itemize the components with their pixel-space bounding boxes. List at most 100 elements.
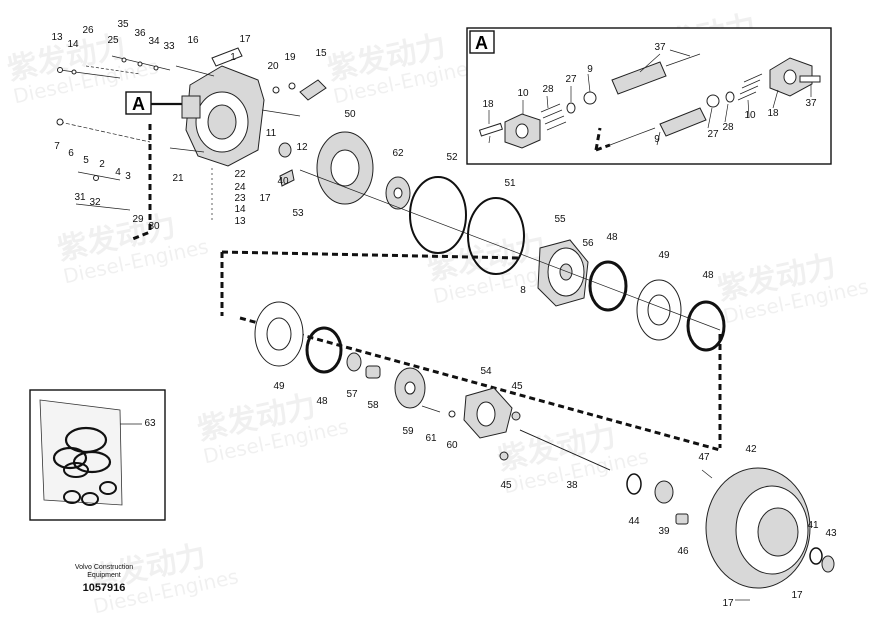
part-label-32: 32 [89,197,101,208]
part-label-9: 9 [587,64,593,75]
part-label-30: 30 [148,221,160,232]
fitting-shape [299,79,327,101]
part-label-45: 45 [511,381,523,392]
bearing-shape [654,480,674,504]
flange-bore [330,149,360,187]
nut-shape [93,175,99,181]
lower-assembly [254,301,835,601]
bolt-head [511,411,521,421]
dashed-frame [220,250,722,448]
part-label-4: 4 [115,167,121,178]
callout-letter: A [132,94,145,114]
part-label-51: 51 [504,178,516,189]
separator-bore [647,294,671,326]
separator-bore [266,317,292,351]
leader-lines [488,49,812,146]
part-label-11: 11 [266,128,277,139]
friction-ring [305,326,343,374]
gear-hub [559,263,573,281]
part-label-5: 5 [83,155,89,166]
inset-letter: A [475,33,488,53]
part-label-48: 48 [702,270,714,281]
pin-shape [421,405,441,413]
pin-shape [665,53,701,67]
part-label-35: 35 [117,19,129,30]
part-label-28: 28 [722,122,734,133]
part-label-37: 37 [654,42,666,53]
part-label-39: 39 [658,526,670,537]
part-label-21: 21 [172,173,184,184]
inset-letter-box [469,30,495,54]
part-label-17: 17 [259,193,271,204]
part-label-15: 15 [315,48,327,59]
carrier-bore [476,401,496,427]
part-label-20: 20 [267,61,279,72]
pin-shape [609,127,656,146]
part-label-60: 60 [446,440,458,451]
upper-assembly: A [56,47,726,352]
part-label-59: 59 [402,426,414,437]
inset-a: A [466,27,832,165]
spring-shape [737,73,763,101]
footer-company-line2: Equipment [87,572,121,579]
part-label-8: 8 [520,285,526,296]
part-label-53: 53 [292,208,304,219]
nut-shape [121,57,127,63]
bolt-shape [175,65,215,77]
bolt-head [499,451,509,461]
housing-bore [207,104,237,140]
bolt-shape [169,147,205,153]
part-label-55: 55 [554,214,566,225]
pin-shape [701,469,713,479]
rod-shape [59,121,151,143]
part-label-33: 33 [163,41,175,52]
o-ring [409,176,467,254]
bolt-shape [799,75,821,83]
part-label-63: 63 [144,418,156,429]
part-label-13: 13 [51,32,63,43]
friction-ring [686,300,726,352]
plug-shape [272,86,280,94]
o-ring [467,197,525,275]
part-label-44: 44 [628,516,640,527]
snap-ring [626,473,642,495]
part-label-56: 56 [582,238,594,249]
part-label-24: 24 [234,182,246,193]
part-label-54: 54 [480,366,492,377]
part-label-16: 16 [187,35,199,46]
part-label-27: 27 [707,129,719,140]
part-label-37: 37 [805,98,817,109]
part-label-43: 43 [825,528,837,539]
part-label-41: 41 [807,520,819,531]
part-label-46: 46 [677,546,689,557]
plug-shape [288,82,296,90]
spring-shape [279,169,295,187]
part-label-6: 6 [68,148,74,159]
bushing-shape [675,513,689,525]
part-label-50: 50 [344,109,356,120]
part-label-18: 18 [767,108,779,119]
nut-shape [56,118,64,126]
part-label-12: 12 [296,142,308,153]
part-label-17: 17 [791,590,803,601]
part-label-48: 48 [316,396,328,407]
bearing-shape [346,352,362,372]
kit-ring [63,462,89,478]
part-label-61: 61 [425,433,437,444]
bore-shape [783,69,797,85]
part-label-29: 29 [132,214,144,225]
footer-drawing-number: 1057916 [83,582,126,594]
part-label-62: 62 [392,148,404,159]
cap-shape [821,555,835,573]
part-label-13: 13 [234,216,246,227]
bolt-shape [59,69,121,79]
bolt-shape [478,122,503,137]
dashed-link [594,127,602,151]
spring-shape [540,103,567,131]
part-label-58: 58 [367,400,379,411]
footer: Volvo Construction Equipment 1057916 [75,564,133,594]
kit-ring [72,450,112,474]
part-label-38: 38 [566,480,578,491]
part-label-34: 34 [148,36,160,47]
